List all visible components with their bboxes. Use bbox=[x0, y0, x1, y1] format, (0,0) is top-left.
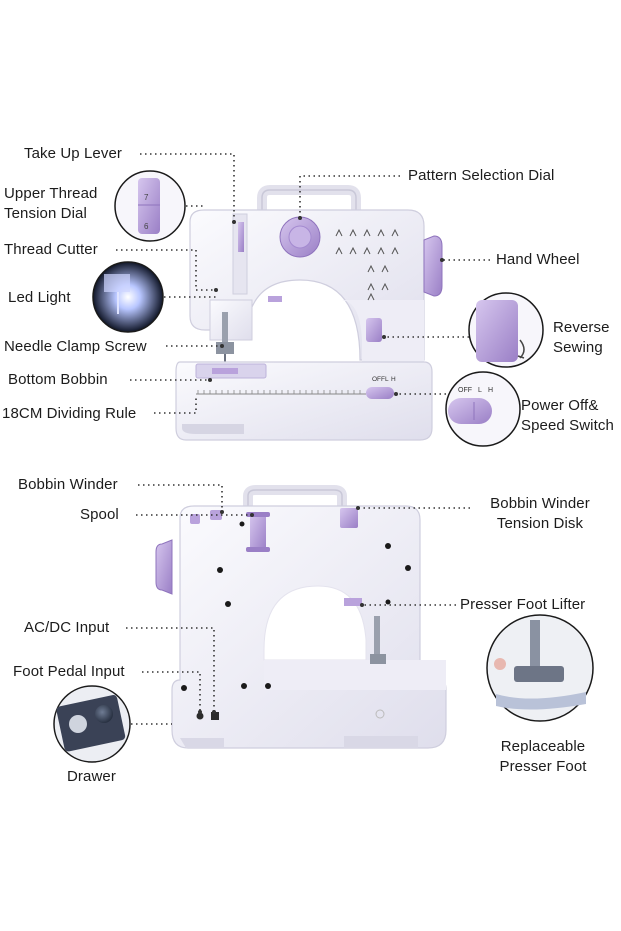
back-foot-pedal-port bbox=[196, 712, 204, 720]
front-machine bbox=[175, 185, 443, 441]
label-line: Tension Dial bbox=[4, 205, 87, 222]
label-pattern-selection-dial: Pattern Selection Dial bbox=[408, 167, 555, 184]
label-bobbin-winder: Bobbin Winder bbox=[18, 476, 118, 493]
back-spool bbox=[250, 512, 266, 552]
switch-l-text: L bbox=[385, 376, 389, 383]
front-tension-dial bbox=[238, 222, 244, 252]
leader-dots bbox=[198, 216, 444, 714]
label-line: Upper Thread bbox=[4, 185, 98, 202]
callout-switch-off-text: OFF bbox=[458, 387, 472, 394]
callout-power-switch bbox=[445, 371, 521, 447]
label-line: Power Off& bbox=[521, 397, 599, 414]
label-line: Tension Disk bbox=[496, 515, 584, 532]
label-bobbin-winder-tension-disk: Bobbin Winder Tension Disk bbox=[470, 494, 610, 534]
label-thread-cutter: Thread Cutter bbox=[4, 241, 98, 258]
back-tension-disk bbox=[340, 508, 358, 528]
callout-presser-foot bbox=[486, 614, 594, 722]
label-led-light: Led Light bbox=[8, 289, 71, 306]
back-machine bbox=[155, 485, 447, 749]
switch-off-text: OFF bbox=[372, 376, 385, 383]
callout-led-light bbox=[92, 261, 164, 333]
callout-switch-l-text: L bbox=[478, 387, 482, 394]
label-take-up-lever: Take Up Lever bbox=[24, 145, 123, 162]
callout-tension-dial bbox=[114, 170, 186, 242]
front-needle-bar bbox=[222, 312, 228, 352]
switch-h-text: H bbox=[391, 376, 396, 383]
label-drawer: Drawer bbox=[67, 768, 116, 785]
back-acdc-port bbox=[211, 712, 219, 720]
front-base bbox=[175, 361, 433, 441]
label-line: Sewing bbox=[553, 339, 603, 356]
label-line: Reverse bbox=[553, 319, 610, 336]
label-foot-pedal-input: Foot Pedal Input bbox=[13, 663, 125, 680]
label-power-speed-switch: Power Off& Speed Switch bbox=[521, 396, 614, 436]
callout-drawer bbox=[53, 685, 131, 763]
back-presser-lifter bbox=[344, 598, 362, 606]
callout-reverse bbox=[468, 292, 544, 368]
front-power-switch bbox=[366, 387, 394, 399]
label-reverse-sewing: Reverse Sewing bbox=[553, 318, 610, 358]
label-spool: Spool bbox=[80, 506, 119, 523]
label-upper-thread-tension-dial: Upper Thread Tension Dial bbox=[4, 184, 97, 224]
label-dividing-rule: 18CM Dividing Rule bbox=[2, 405, 137, 422]
back-hand-wheel bbox=[155, 539, 173, 595]
dial-number-6: 6 bbox=[144, 222, 149, 231]
dial-number-7: 7 bbox=[144, 193, 149, 202]
front-hand-wheel bbox=[423, 235, 443, 297]
label-needle-clamp-screw: Needle Clamp Screw bbox=[4, 338, 147, 355]
label-ac-dc-input: AC/DC Input bbox=[24, 619, 110, 636]
front-reverse-button bbox=[366, 318, 382, 342]
leader-lines bbox=[116, 153, 490, 725]
label-line: Replaceable bbox=[500, 738, 586, 755]
label-presser-foot-lifter: Presser Foot Lifter bbox=[460, 596, 586, 613]
label-line: Bobbin Winder bbox=[490, 495, 590, 512]
label-line: Presser Foot bbox=[499, 758, 587, 775]
callout-switch-h-text: H bbox=[488, 387, 493, 394]
label-hand-wheel: Hand Wheel bbox=[496, 251, 580, 268]
label-replaceable-presser-foot: Replaceable Presser Foot bbox=[480, 737, 606, 777]
label-bottom-bobbin: Bottom Bobbin bbox=[8, 371, 108, 388]
label-line: Speed Switch bbox=[521, 417, 614, 434]
